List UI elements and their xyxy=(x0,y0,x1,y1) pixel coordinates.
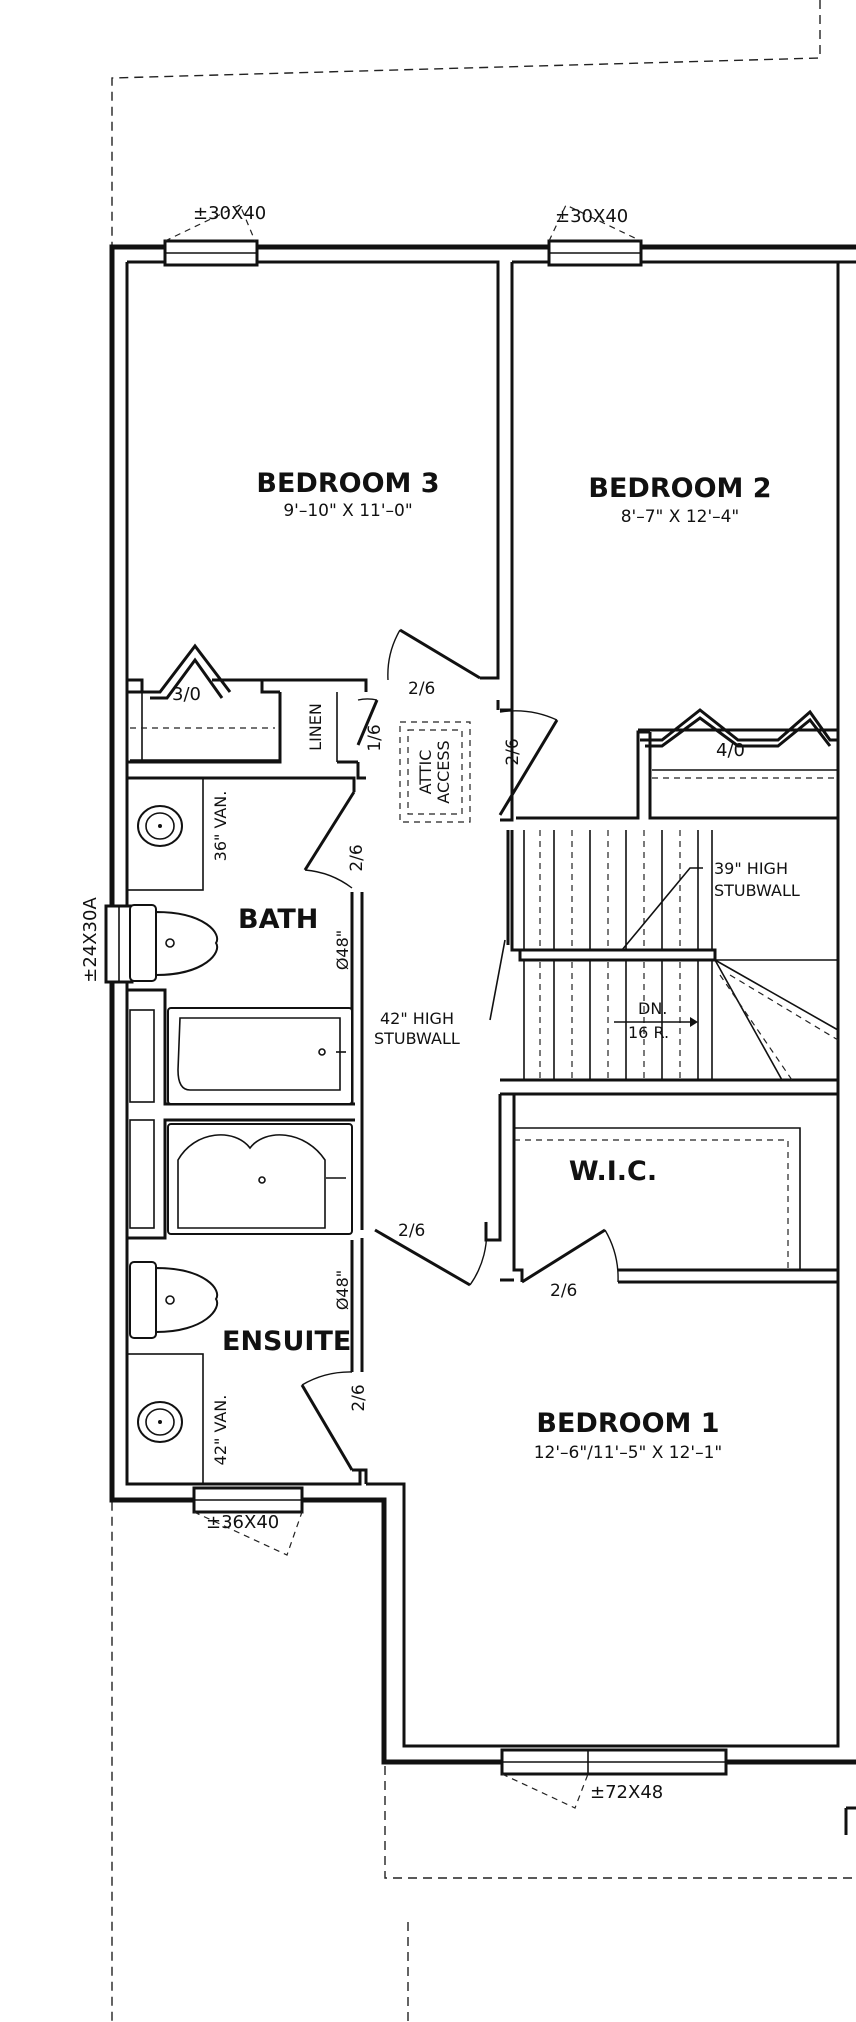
wic-name: W.I.C. xyxy=(569,1156,657,1187)
stubwall-42-leader xyxy=(489,939,506,1021)
ensuite-shower-label: Ø48" xyxy=(333,1270,352,1310)
stubwall-39-leader xyxy=(621,867,703,951)
window-ensuite-label: ±36X40 xyxy=(206,1512,279,1533)
attic-label-2: ACCESS xyxy=(434,740,453,803)
ensuite-door-label: 2/6 xyxy=(398,1221,425,1241)
linen-door-label: 1/6 xyxy=(365,724,385,751)
bedroom1-dims: 12'–6"/11'–5" X 12'–1" xyxy=(534,1443,723,1463)
ensuite-storage-1 xyxy=(129,1119,155,1229)
bedroom2-dims: 8'–7" X 12'–4" xyxy=(621,507,740,527)
window-bedroom2-label: ±30X40 xyxy=(555,206,628,227)
closet2-door-label: 4/0 xyxy=(716,740,745,761)
attic-access-inner xyxy=(407,729,463,815)
stubwall-39-line2: STUBWALL xyxy=(714,881,800,900)
ensuite-vanity-label: 42" VAN. xyxy=(211,1395,230,1466)
stubwall-42-line1: 42" HIGH xyxy=(380,1009,454,1028)
ensuite-toilet-tank xyxy=(129,1261,157,1339)
closet-3 xyxy=(142,643,232,700)
window-bedroom1-label: ±72X48 xyxy=(590,1782,663,1803)
stair-down-label: DN. xyxy=(638,999,667,1018)
bath-door-label: 2/6 xyxy=(347,844,367,871)
bath-toilet-bowl xyxy=(155,910,219,977)
bath-storage-1 xyxy=(129,1009,155,1103)
linen-label: LINEN xyxy=(306,703,325,751)
stair-handrail xyxy=(518,948,717,962)
bedroom1-name: BEDROOM 1 xyxy=(536,1408,719,1439)
window-bedroom3-label: ±30X40 xyxy=(193,203,266,224)
bedroom3-name: BEDROOM 3 xyxy=(256,468,439,499)
bath-shower-label: Ø48" xyxy=(333,930,352,970)
attic-access-hatch xyxy=(399,721,471,823)
closet3-door-label: 3/0 xyxy=(172,684,201,705)
bathtub xyxy=(167,1007,353,1105)
door-swings xyxy=(300,628,619,1471)
stubwall-39-line1: 39" HIGH xyxy=(714,859,788,878)
staircase xyxy=(510,830,839,1081)
ensuite-fixtures xyxy=(126,1123,354,1485)
windows xyxy=(104,204,728,1809)
bath-room-name: BATH xyxy=(238,904,318,935)
shower-stall xyxy=(167,1123,353,1235)
bedroom3-dims: 9'–10" X 11'–0" xyxy=(283,501,412,521)
closet-2 xyxy=(638,708,838,779)
bath-fixtures xyxy=(126,777,354,1229)
ensuite-vanity-counter xyxy=(126,1353,204,1485)
bath-toilet-tank xyxy=(129,904,157,982)
bath-vanity-counter xyxy=(126,777,204,891)
bedroom3-door-label: 2/6 xyxy=(408,679,435,699)
ensuite-toilet-bowl xyxy=(155,1266,219,1334)
window-bath-label: ±24X30A xyxy=(80,897,101,983)
stubwall-42-line2: STUBWALL xyxy=(374,1029,460,1048)
wic-door-label: 2/6 xyxy=(550,1281,577,1301)
stair-risers-label: 16 R. xyxy=(628,1023,669,1042)
bath-vanity-label: 36" VAN. xyxy=(211,791,230,862)
ensuite-room-name: ENSUITE xyxy=(222,1326,351,1357)
bedroom2-name: BEDROOM 2 xyxy=(588,473,771,504)
attic-label-1: ATTIC xyxy=(416,750,435,795)
bedroom2-door-label: 2/6 xyxy=(503,738,523,765)
ensuite-inner-door-label: 2/6 xyxy=(349,1384,369,1411)
